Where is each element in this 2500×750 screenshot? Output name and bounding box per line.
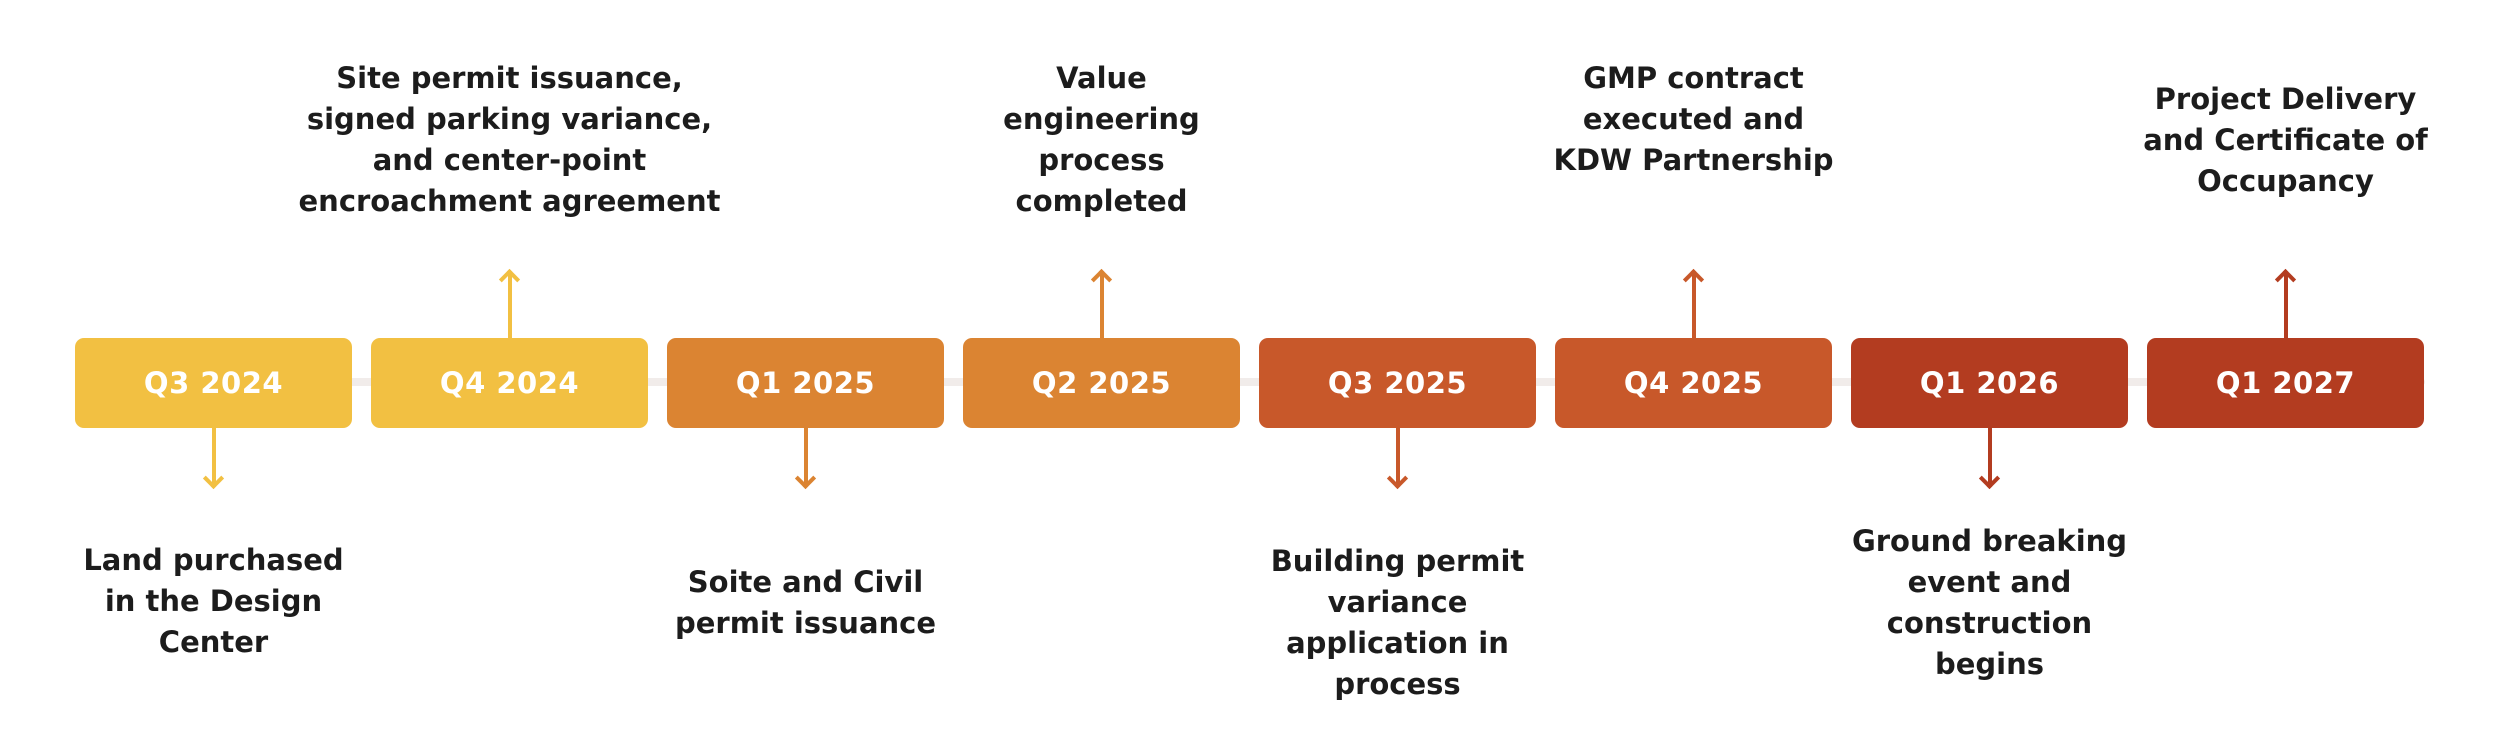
- event-line: Occupancy: [2197, 164, 2374, 198]
- event-line: variance: [1327, 585, 1468, 619]
- event-line: KDW Partnership: [1553, 143, 1834, 177]
- milestone-q4-2025: Q4 2025: [1555, 338, 1832, 428]
- event-text-q4-2025: GMP contract executed and KDW Partnershi…: [1474, 58, 1914, 181]
- milestone-q4-2024: Q4 2024: [371, 338, 648, 428]
- event-text-q1-2026: Ground breaking event and construction b…: [1770, 521, 2210, 685]
- event-line: encroachment agreement: [298, 184, 721, 218]
- event-text-q3-2025: Building permit variance application in …: [1178, 541, 1618, 705]
- arrow-up-q4-2025: [1682, 268, 1705, 338]
- arrow-down-q1-2026: [1978, 428, 2001, 490]
- event-line: Center: [158, 625, 269, 659]
- event-line: Project Delivery: [2154, 82, 2417, 116]
- event-line: begins: [1934, 647, 2045, 681]
- arrow-down-q3-2024: [202, 428, 225, 490]
- event-line: signed parking variance,: [306, 102, 713, 136]
- event-line: Ground breaking: [1851, 524, 2128, 558]
- event-line: permit issuance: [674, 606, 937, 640]
- event-text-q4-2024: Site permit issuance, signed parking var…: [290, 58, 730, 222]
- event-line: Soite and Civil: [687, 565, 924, 599]
- event-text-q1-2025: Soite and Civil permit issuance: [586, 562, 1026, 644]
- timeline-track-line: [75, 378, 2425, 386]
- event-line: process: [1038, 143, 1165, 177]
- arrow-up-q4-2024: [498, 268, 521, 338]
- milestone-q3-2025: Q3 2025: [1259, 338, 1536, 428]
- event-text-q2-2025: Value engineering process completed: [882, 58, 1322, 222]
- milestone-q1-2025: Q1 2025: [667, 338, 944, 428]
- event-line: Site permit issuance,: [336, 61, 683, 95]
- event-line: and center-point: [372, 143, 647, 177]
- milestone-q1-2027: Q1 2027: [2147, 338, 2424, 428]
- arrow-down-q1-2025: [794, 428, 817, 490]
- event-line: process: [1334, 667, 1461, 701]
- milestone-q1-2026: Q1 2026: [1851, 338, 2128, 428]
- event-line: engineering: [1003, 102, 1200, 136]
- event-line: Land purchased: [83, 543, 344, 577]
- arrow-down-q3-2025: [1386, 428, 1409, 490]
- event-line: Value: [1056, 61, 1147, 95]
- event-text-q3-2024: Land purchased in the Design Center: [0, 540, 434, 663]
- milestone-q2-2025: Q2 2025: [963, 338, 1240, 428]
- milestone-q3-2024: Q3 2024: [75, 338, 352, 428]
- event-line: executed and: [1582, 102, 1805, 136]
- event-line: completed: [1015, 184, 1188, 218]
- event-line: construction: [1886, 606, 2093, 640]
- event-line: and Certificate of: [2143, 123, 2428, 157]
- event-line: GMP contract: [1583, 61, 1804, 95]
- event-line: Building permit: [1270, 544, 1525, 578]
- arrow-up-q2-2025: [1090, 268, 1113, 338]
- event-line: in the Design: [104, 584, 323, 618]
- event-line: event and: [1907, 565, 2072, 599]
- event-text-q1-2027: Project Delivery and Certificate of Occu…: [2066, 79, 2500, 202]
- event-line: application in: [1286, 626, 1509, 660]
- arrow-up-q1-2027: [2274, 268, 2297, 338]
